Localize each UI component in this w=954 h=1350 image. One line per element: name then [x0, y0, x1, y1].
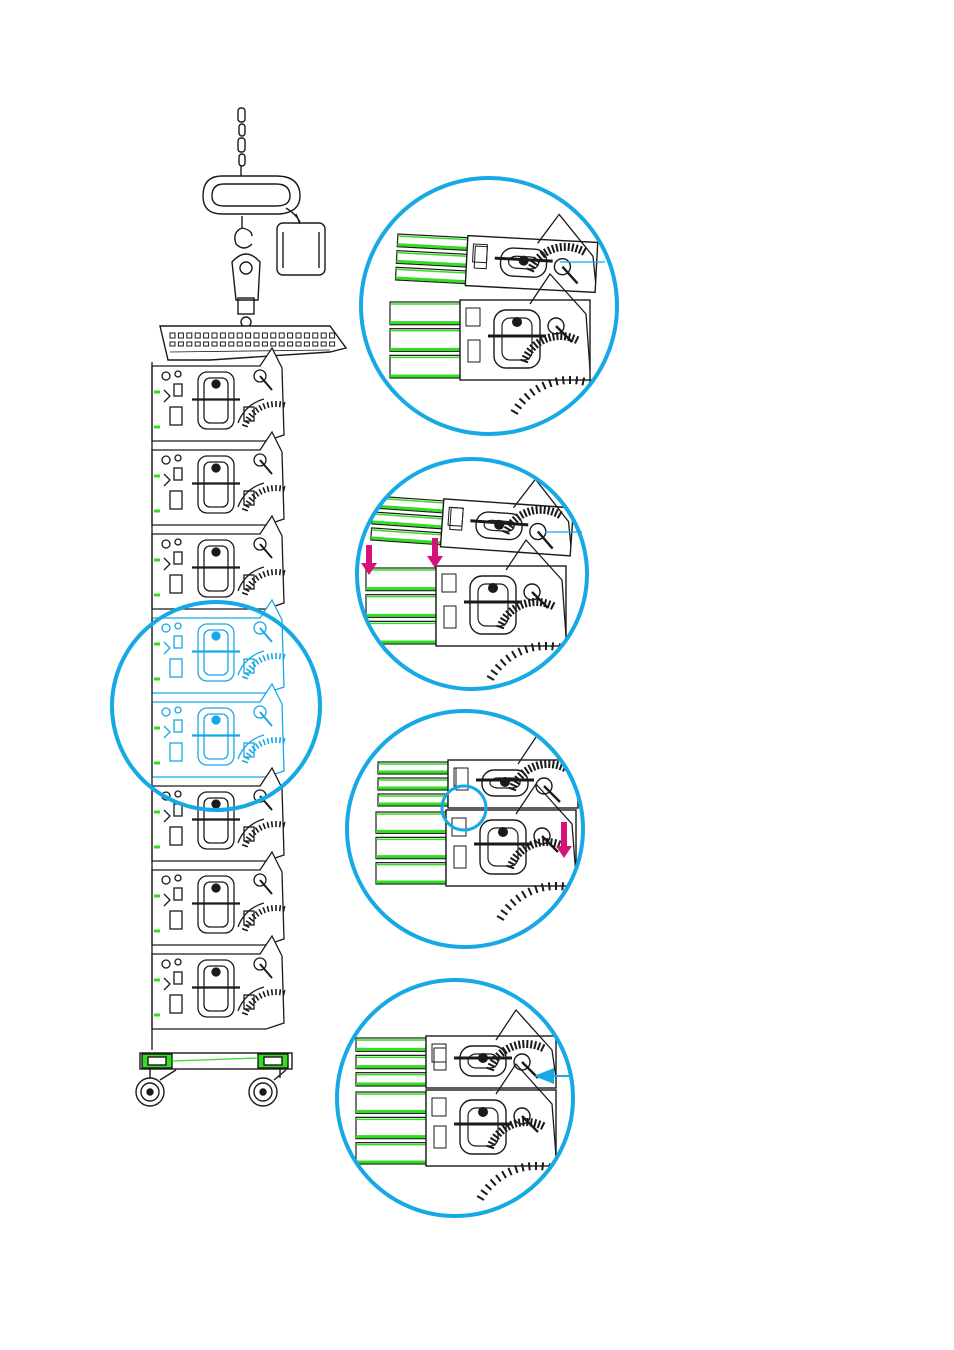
cabinet-7 [152, 852, 285, 945]
detail-1-upper-cabinet [395, 206, 599, 292]
speaker-stack [152, 348, 285, 1050]
cabinet-8 [152, 936, 285, 1029]
detail-1-lower-cabinet [390, 274, 629, 414]
hoist-hook [235, 216, 252, 248]
detail-3-push-arrow-1 [561, 822, 567, 848]
flybar [160, 326, 346, 360]
cabinet-5 [152, 684, 285, 777]
detail-step-1 [361, 178, 629, 434]
hoist-chain [238, 108, 245, 176]
chain-hoist [203, 108, 325, 327]
detail-step-3 [347, 711, 615, 947]
detail-step-2 [357, 459, 605, 689]
detail-2-push-arrow-2 [432, 538, 438, 558]
detail-2-lower-cabinet [366, 540, 605, 680]
detail-2-push-arrow-1 [366, 545, 372, 565]
caster-dolly [136, 1053, 292, 1106]
cabinet-1 [152, 348, 285, 441]
cabinet-3 [152, 516, 285, 609]
hoist-motor-loop [203, 176, 300, 214]
cabinet-6 [152, 768, 285, 861]
cabinet-2 [152, 432, 285, 525]
detail-step-4 [337, 980, 595, 1216]
hoist-motor-body [277, 223, 325, 275]
shackle [232, 254, 260, 300]
detail-4-upper-cabinet [356, 1010, 556, 1088]
